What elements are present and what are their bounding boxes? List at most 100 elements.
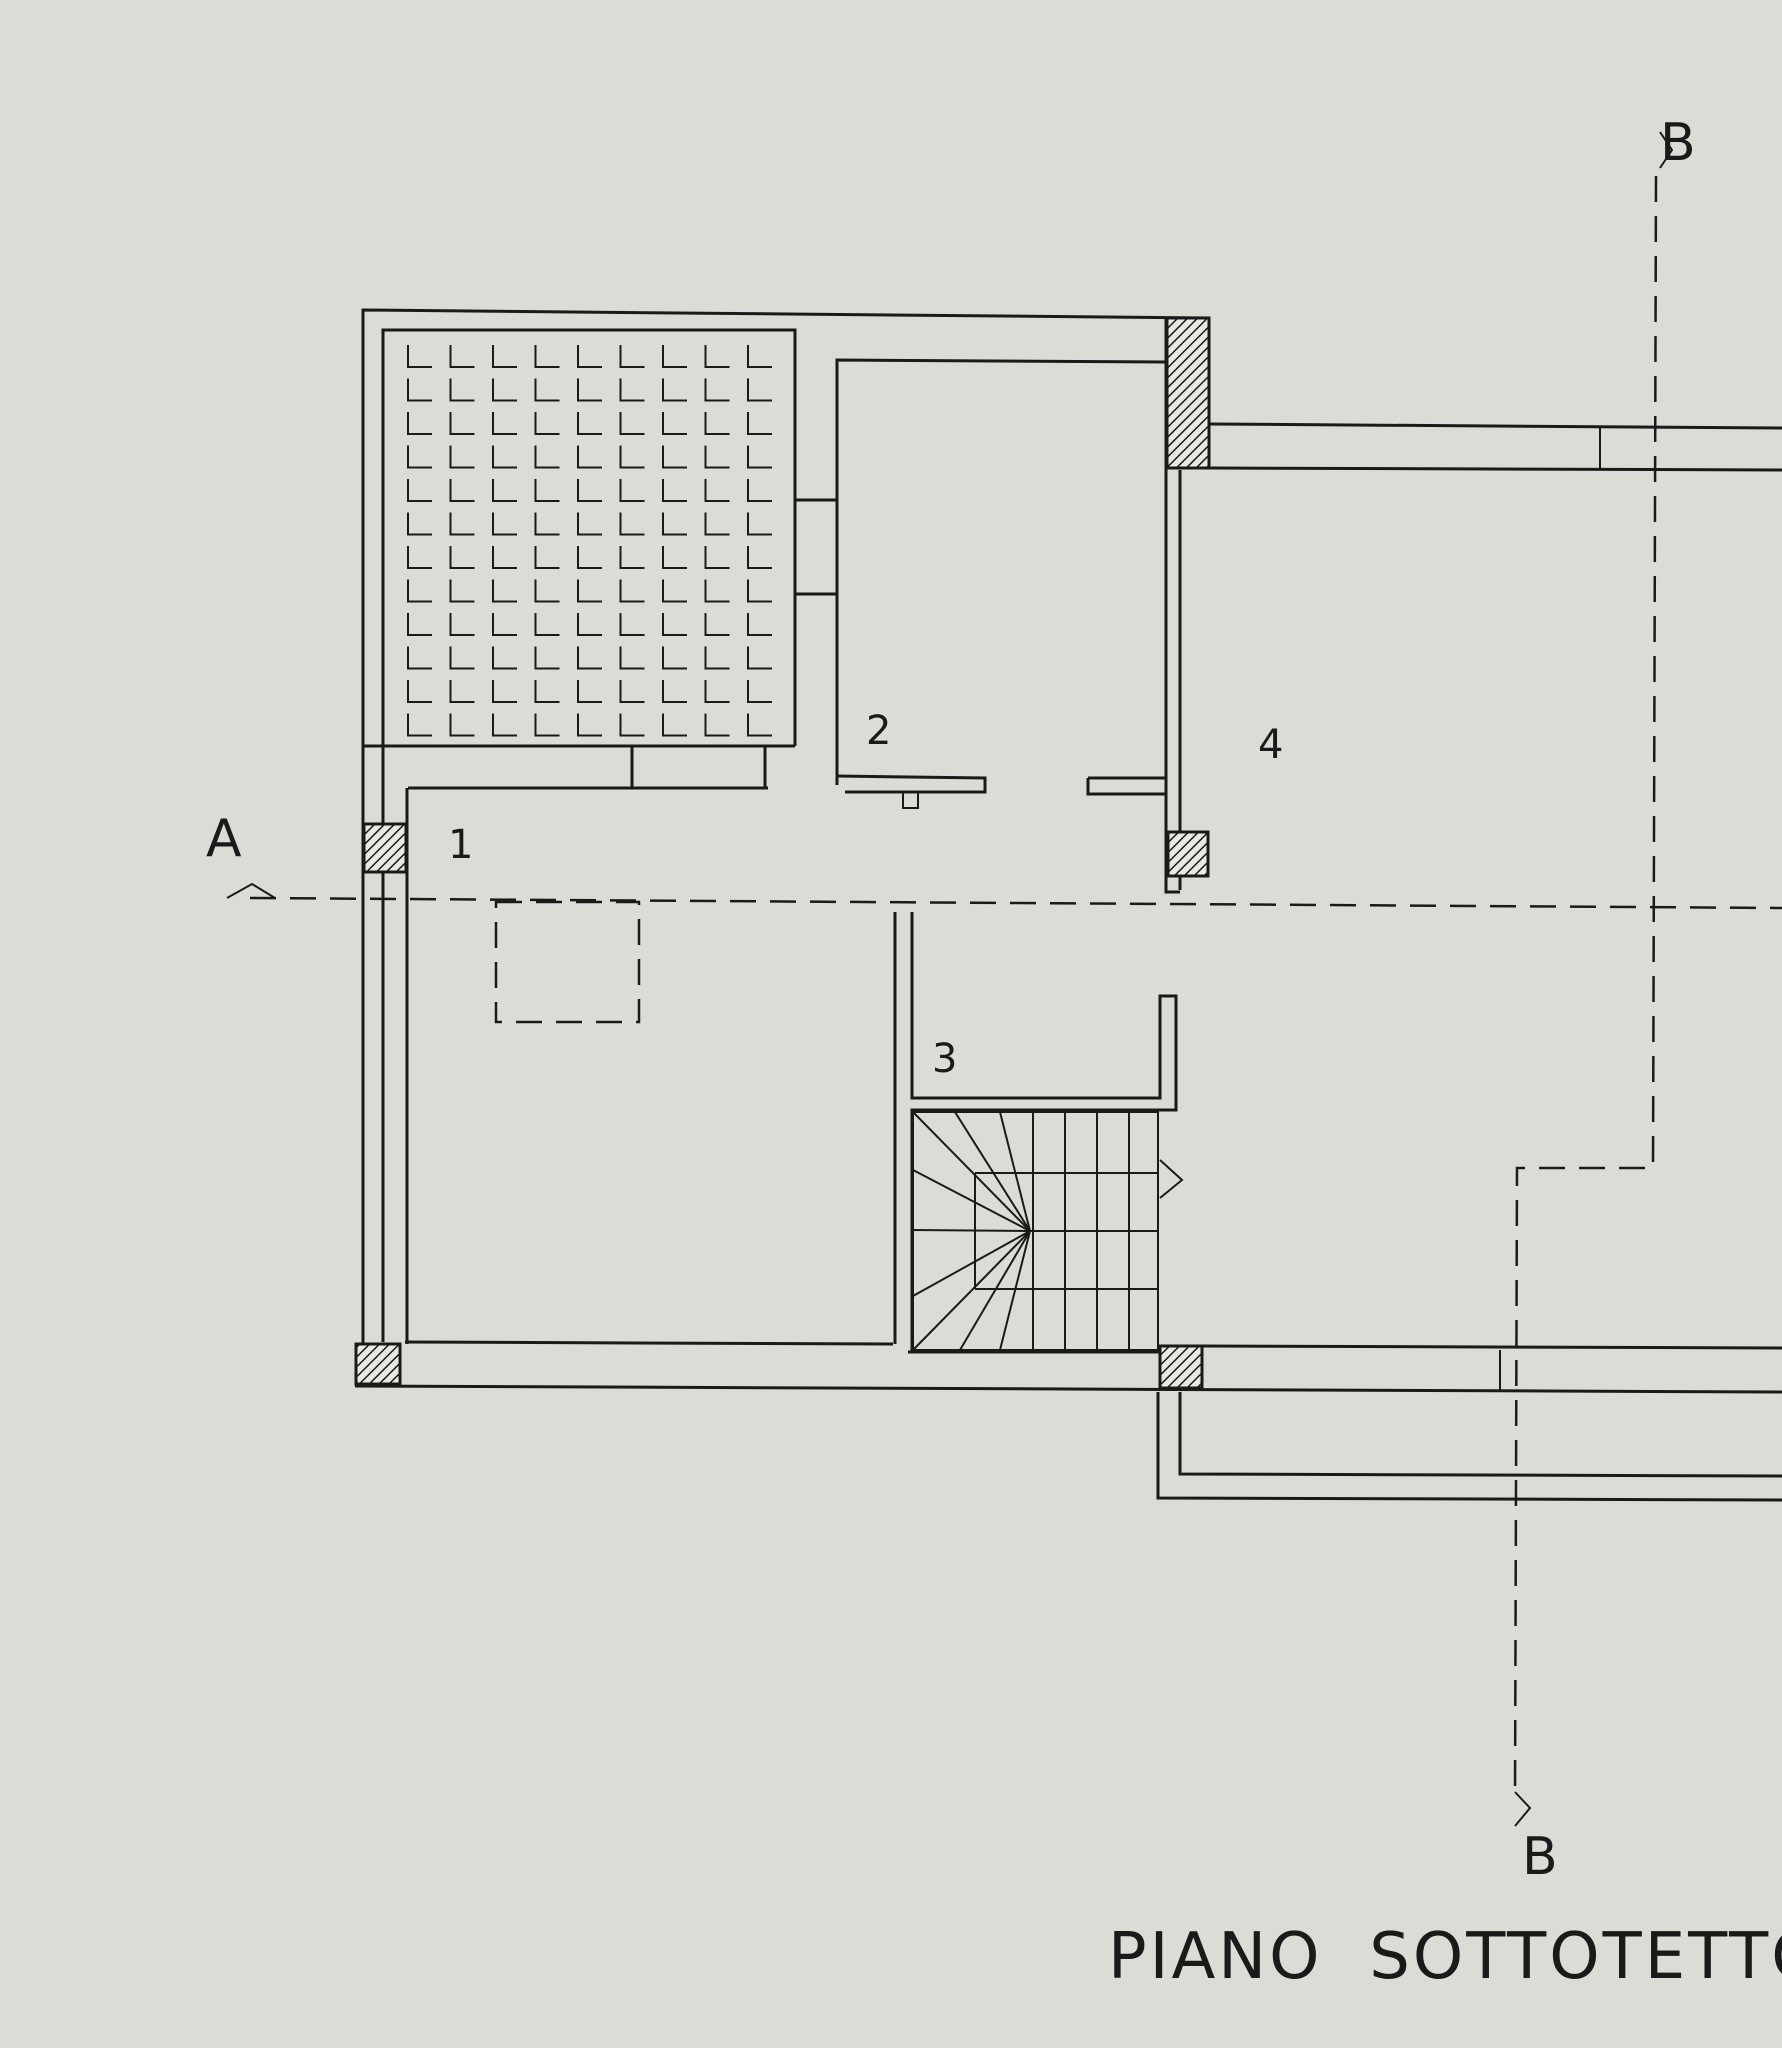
tile-mark: [534, 479, 560, 502]
room-label-4: 4: [1258, 722, 1283, 768]
tile-mark: [492, 445, 517, 469]
tile-mark: [407, 378, 432, 402]
tile-mark: [619, 412, 645, 435]
room-2-walls: [363, 358, 1168, 809]
tile-mark: [704, 445, 730, 469]
stair-tread: [912, 1230, 1031, 1297]
tile-mark: [577, 445, 602, 469]
tile-mark: [449, 345, 475, 368]
stair-tread: [912, 1230, 1031, 1351]
tile-mark: [534, 579, 560, 603]
tile-mark: [704, 613, 730, 636]
tile-mark: [534, 345, 560, 368]
tile-mark: [407, 646, 432, 670]
tile-mark: [704, 412, 730, 435]
tile-mark: [449, 646, 475, 670]
stair-tread: [954, 1111, 1031, 1232]
tile-mark: [449, 613, 475, 636]
section-mark-a: A: [206, 809, 242, 869]
staircase: [912, 1111, 1184, 1351]
tile-mark: [704, 479, 730, 502]
tile-mark: [534, 646, 560, 670]
tile-mark: [662, 479, 687, 502]
tile-mark: [534, 412, 560, 435]
stair-tread: [912, 1229, 1031, 1232]
tile-mark: [577, 680, 602, 703]
tile-mark: [662, 713, 687, 737]
tile-mark: [662, 546, 687, 569]
tile-mark: [619, 613, 645, 636]
tile-mark: [492, 378, 517, 402]
tile-mark: [619, 378, 645, 402]
room-3-walls: [893, 912, 1178, 1352]
tile-mark: [577, 345, 602, 368]
tile-mark: [492, 546, 517, 569]
stair-tread: [999, 1111, 1031, 1232]
section-line-b: [1513, 175, 1658, 1801]
tile-mark: [449, 412, 475, 435]
tile-mark: [577, 479, 602, 502]
tile-mark: [704, 680, 730, 703]
tile-mark: [747, 445, 772, 469]
tile-mark: [747, 680, 772, 703]
tile-mark: [662, 613, 687, 636]
section-lines: [226, 131, 1782, 1827]
tile-mark: [704, 378, 730, 402]
tile-mark: [407, 579, 432, 603]
room-4-walls: [1164, 318, 1782, 894]
section-mark-b-top: B: [1660, 113, 1696, 173]
tile-mark: [704, 345, 730, 368]
tile-mark: [534, 546, 560, 569]
tile-mark: [619, 445, 645, 469]
tile-mark: [407, 345, 432, 368]
tile-mark: [619, 479, 645, 502]
outer-walls: [354, 308, 1782, 1394]
tile-mark: [577, 713, 602, 737]
room-label-3: 3: [932, 1036, 957, 1082]
tile-mark: [492, 579, 517, 603]
tile-mark: [577, 378, 602, 402]
tile-mark: [534, 613, 560, 636]
tile-mark: [407, 546, 432, 569]
roof-hatch-outline: [494, 900, 641, 1024]
tile-mark: [747, 512, 772, 536]
tile-mark: [619, 713, 645, 737]
stair-tread: [912, 1111, 1031, 1232]
structural-columns: [354, 316, 1211, 1390]
tile-mark: [407, 680, 432, 703]
tile-mark: [407, 713, 432, 737]
tile-mark: [492, 479, 517, 502]
tile-mark: [704, 512, 730, 536]
tile-mark: [747, 713, 772, 737]
tile-mark: [449, 445, 475, 469]
tile-mark: [407, 479, 432, 502]
tile-mark: [747, 345, 772, 368]
tile-mark: [704, 713, 730, 737]
tile-mark: [534, 512, 560, 536]
tiled-terrace: [383, 345, 795, 748]
room-label-2: 2: [866, 708, 891, 754]
tile-mark: [534, 680, 560, 703]
tile-mark: [407, 512, 432, 536]
tile-mark: [492, 713, 517, 737]
tile-mark: [577, 646, 602, 670]
tile-mark: [704, 646, 730, 670]
tile-mark: [747, 613, 772, 636]
stair-tread: [959, 1230, 1031, 1351]
tile-mark: [619, 512, 645, 536]
tile-mark: [662, 646, 687, 670]
tile-mark: [449, 378, 475, 402]
tile-mark: [492, 345, 517, 368]
tile-mark: [747, 546, 772, 569]
tile-mark: [662, 412, 687, 435]
tile-mark: [747, 479, 772, 502]
tile-mark: [662, 445, 687, 469]
tile-mark: [492, 646, 517, 670]
tile-mark: [449, 680, 475, 703]
tile-mark: [534, 445, 560, 469]
tile-mark: [747, 378, 772, 402]
tile-mark: [534, 378, 560, 402]
tile-mark: [577, 613, 602, 636]
tile-mark: [407, 412, 432, 435]
